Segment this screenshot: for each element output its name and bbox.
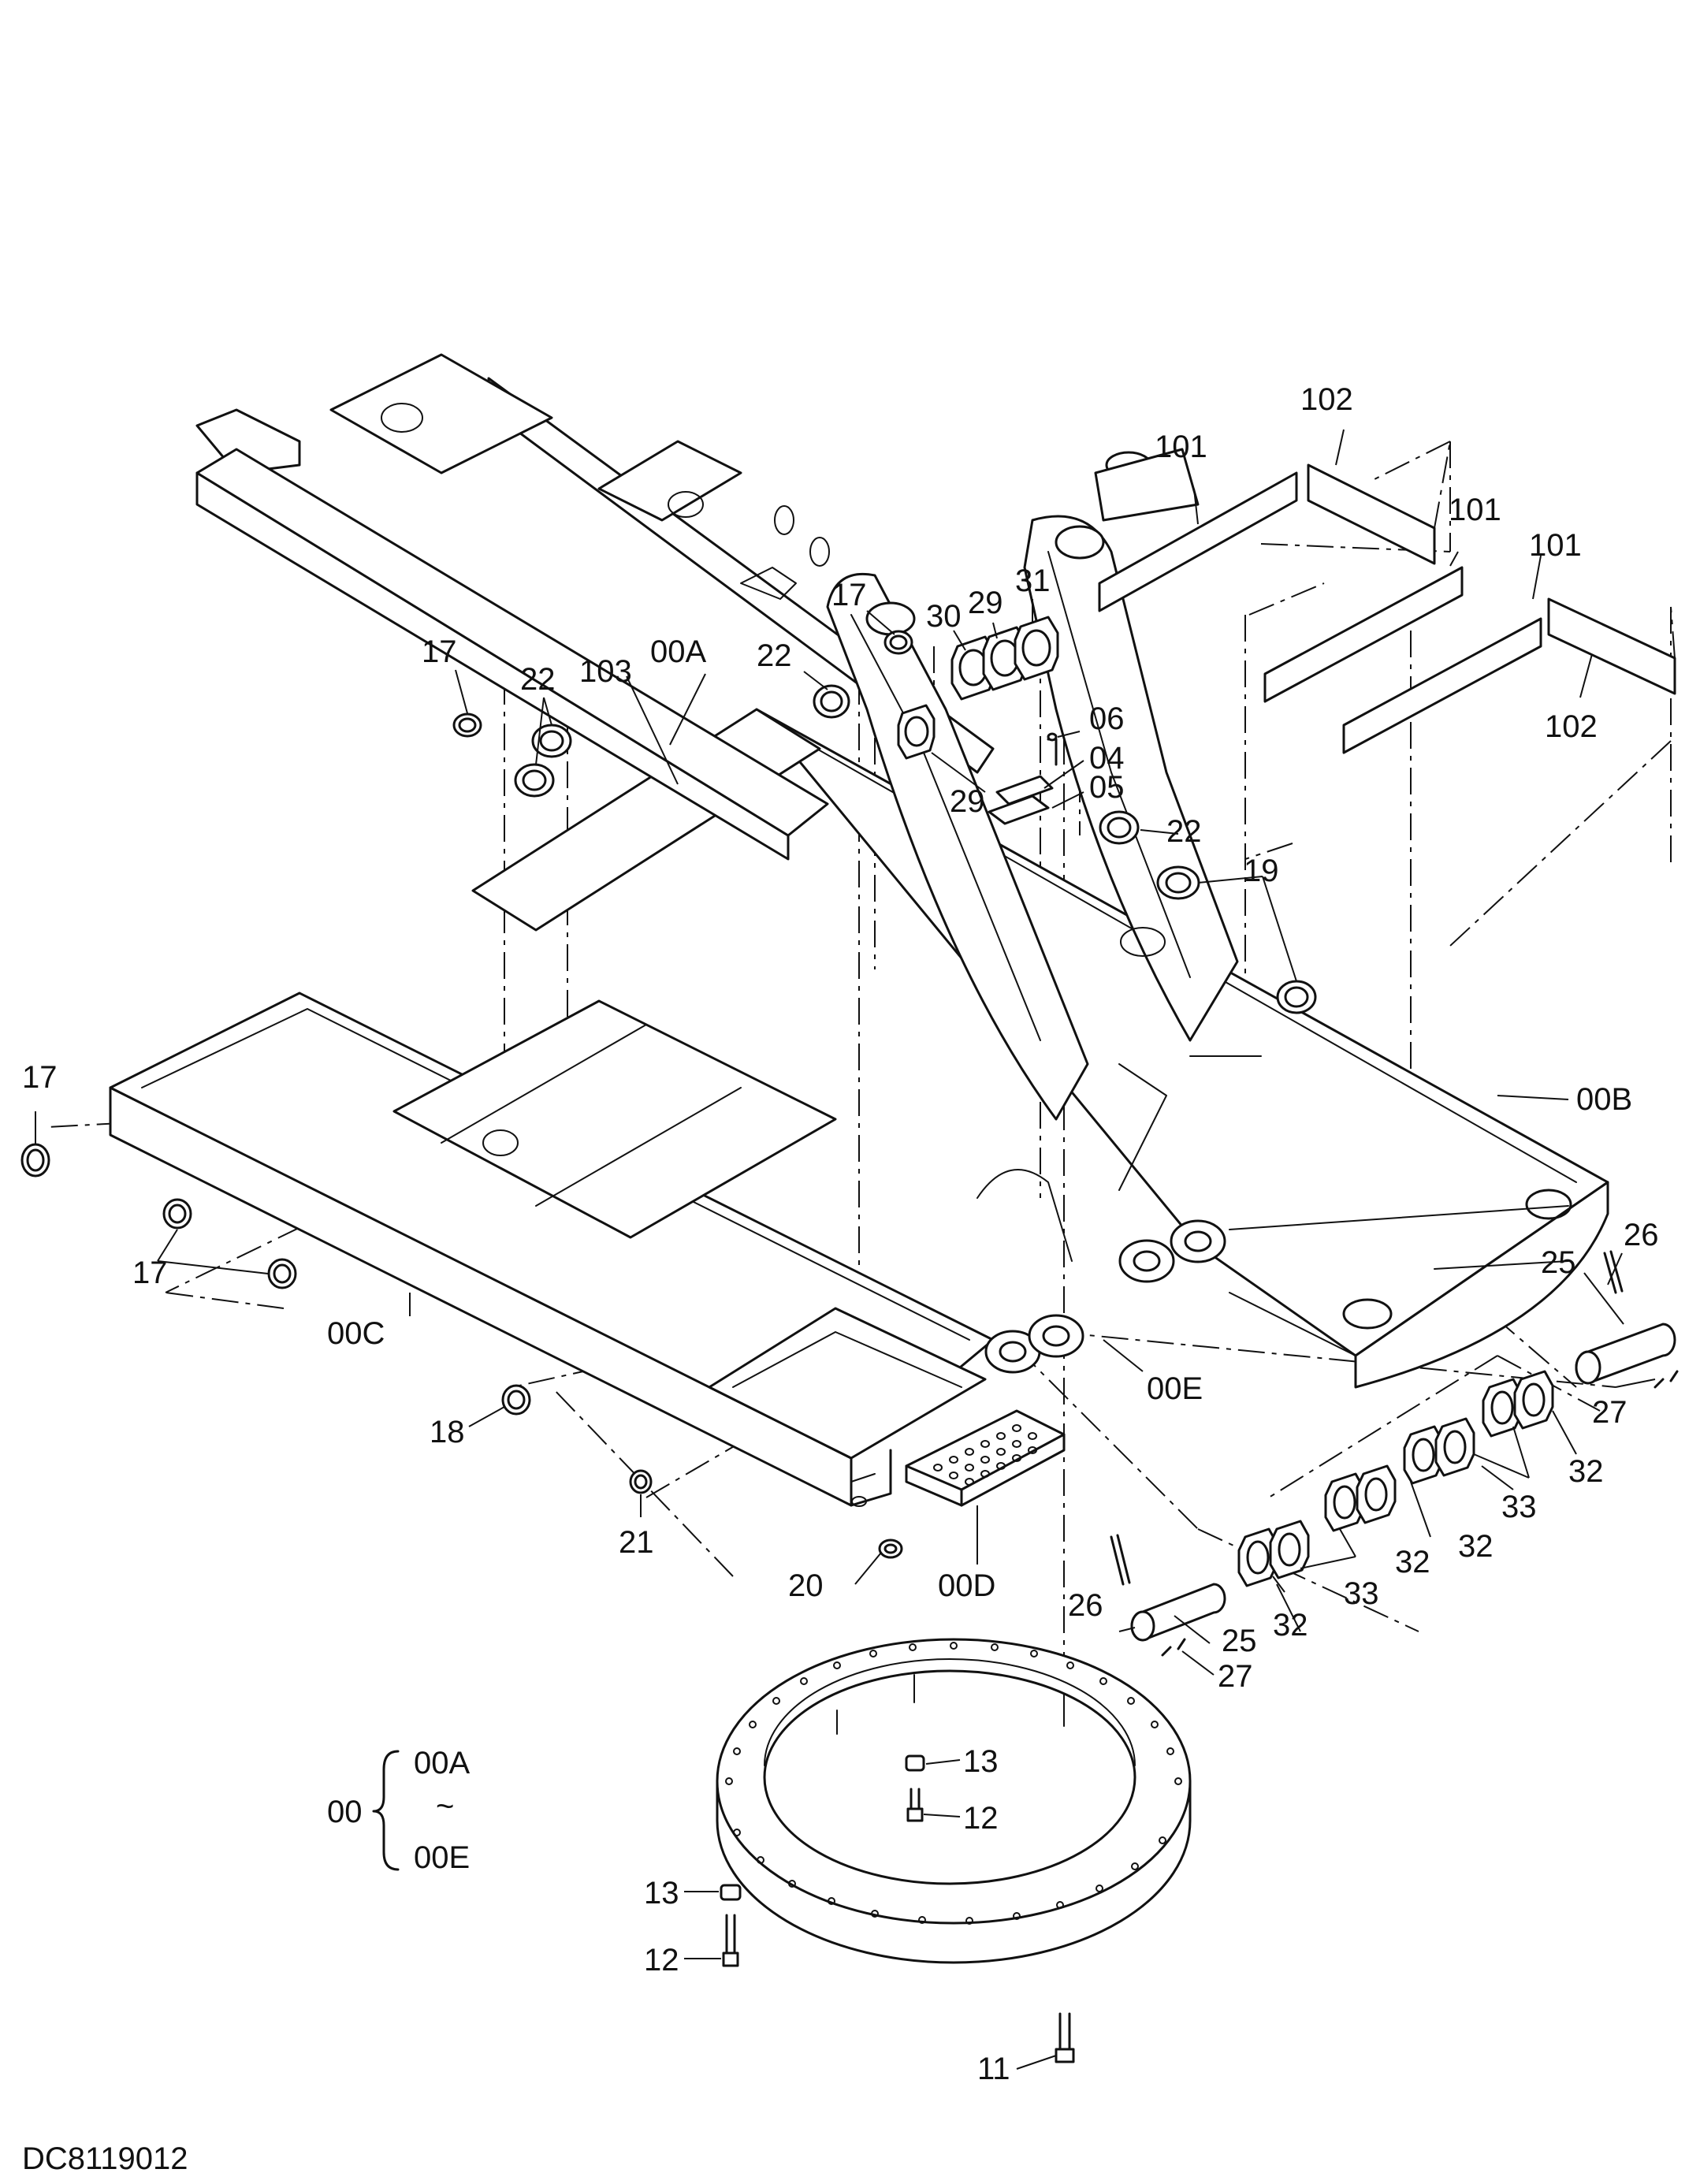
label-17-left: 17 xyxy=(22,1060,58,1095)
slew-ring xyxy=(716,1638,1192,1964)
label-18: 18 xyxy=(430,1415,465,1449)
callout-labels: 101 102 101 101 102 17 30 29 31 17 22 10… xyxy=(22,382,1659,2086)
legend-range-separator: ~ xyxy=(436,1789,454,1824)
label-29-lower: 29 xyxy=(950,784,985,819)
label-26-lower: 26 xyxy=(1068,1588,1103,1623)
label-101-right: 101 xyxy=(1529,528,1582,563)
label-17-rear: 17 xyxy=(422,634,457,669)
label-32-lower: 32 xyxy=(1273,1608,1308,1643)
label-22-top: 22 xyxy=(757,638,792,673)
label-06: 06 xyxy=(1089,701,1125,736)
label-33-mid: 33 xyxy=(1344,1576,1379,1611)
label-27-right: 27 xyxy=(1592,1395,1627,1430)
label-102-top: 102 xyxy=(1300,382,1353,417)
label-12-left: 12 xyxy=(644,1943,679,1978)
label-32-mid: 32 xyxy=(1395,1545,1430,1579)
label-27-lower: 27 xyxy=(1218,1659,1253,1694)
step-plate xyxy=(905,1409,1066,1507)
legend-brace xyxy=(372,1750,400,1871)
label-05: 05 xyxy=(1089,770,1125,805)
label-31: 31 xyxy=(1015,564,1051,598)
label-21: 21 xyxy=(619,1525,654,1560)
leader-lines xyxy=(35,429,1656,2070)
label-00B: 00B xyxy=(1576,1082,1632,1117)
group-legend: 00 00A ~ 00E xyxy=(327,1746,470,1875)
drawing-code: DC8119012 xyxy=(22,2141,188,2176)
shims-lower xyxy=(1237,1370,1554,1587)
label-22-right: 22 xyxy=(1166,814,1202,849)
label-00A: 00A xyxy=(650,634,706,669)
label-25-right: 25 xyxy=(1541,1245,1576,1280)
ring-bolts xyxy=(720,1754,1075,2063)
label-17-bottom: 17 xyxy=(132,1256,168,1290)
label-00E: 00E xyxy=(1147,1371,1203,1406)
label-19: 19 xyxy=(1244,854,1279,888)
label-32-far-right: 32 xyxy=(1568,1454,1604,1489)
label-33-right: 33 xyxy=(1501,1490,1537,1524)
upper-frame xyxy=(109,353,1609,1507)
label-13-left: 13 xyxy=(644,1876,679,1911)
label-29-top: 29 xyxy=(968,586,1003,620)
label-20: 20 xyxy=(788,1568,824,1603)
label-00D: 00D xyxy=(938,1568,995,1603)
label-13-ring: 13 xyxy=(963,1744,999,1779)
bushings xyxy=(20,630,1317,1559)
rubber-pads xyxy=(1098,441,1676,754)
label-103: 103 xyxy=(579,654,632,689)
legend-range-end: 00E xyxy=(414,1840,470,1875)
shims xyxy=(897,616,1059,825)
label-04: 04 xyxy=(1089,741,1125,776)
label-102-right: 102 xyxy=(1545,709,1598,744)
label-17-top: 17 xyxy=(831,578,867,612)
label-11: 11 xyxy=(977,2052,1010,2086)
label-25-lower: 25 xyxy=(1222,1624,1257,1658)
label-12-ring: 12 xyxy=(963,1801,999,1836)
label-00C: 00C xyxy=(327,1316,385,1351)
label-101-top-left: 101 xyxy=(1155,430,1207,464)
label-22-left: 22 xyxy=(520,662,556,697)
label-101-top-right: 101 xyxy=(1449,493,1501,527)
pins xyxy=(1110,1250,1679,1657)
label-32-mid-right: 32 xyxy=(1458,1529,1494,1564)
label-26-right: 26 xyxy=(1624,1218,1659,1252)
ring-bolt-holes xyxy=(725,1642,1182,1925)
label-30: 30 xyxy=(926,599,962,634)
legend-group-code: 00 xyxy=(327,1795,363,1829)
legend-range-start: 00A xyxy=(414,1746,470,1780)
